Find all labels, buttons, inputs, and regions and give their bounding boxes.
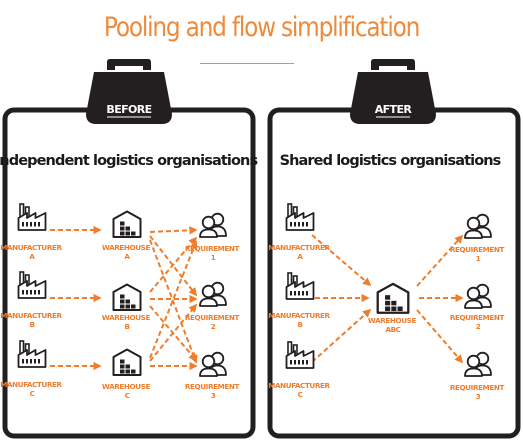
- before-manufacturer-a-label: MANUFACTURER A: [0, 243, 64, 261]
- before-flow-arrows: [50, 225, 198, 371]
- after-manufacturer-c-label: MANUFACTURER C: [268, 381, 332, 399]
- after-warehouse-label: WAREHOUSE ABC: [368, 316, 418, 334]
- before-warehouse-c-label: WAREHOUSE C: [102, 382, 152, 400]
- before-requirement-2-label: REQUIREMENT 2: [185, 313, 241, 331]
- after-panel: AFTER Shared logistics organisations MAN…: [267, 59, 521, 439]
- after-tab-label: AFTER: [375, 103, 413, 116]
- before-tab-label: BEFORE: [106, 103, 151, 116]
- after-heading: Shared logistics organisations: [280, 153, 501, 169]
- clipboard-clip: [86, 59, 172, 124]
- before-manufacturer-c-label: MANUFACTURER C: [0, 380, 64, 398]
- before-requirement-1-label: REQUIREMENT 1: [185, 244, 241, 262]
- before-requirement-3-label: REQUIREMENT 3: [185, 382, 241, 400]
- before-panel: BEFORE Independent logistics organisatio…: [0, 59, 258, 439]
- after-manufacturer-b-label: MANUFACTURER B: [268, 311, 332, 329]
- after-requirement-2-label: REQUIREMENT 2: [450, 313, 506, 331]
- page-title: Pooling and flow simplification: [103, 12, 420, 43]
- before-heading: Independent logistics organisations: [0, 153, 257, 169]
- after-requirement-3-label: REQUIREMENT 3: [450, 383, 506, 401]
- before-manufacturer-b-label: MANUFACTURER B: [0, 311, 64, 329]
- after-manufacturer-a-label: MANUFACTURER A: [268, 243, 332, 261]
- before-warehouse-a-label: WAREHOUSE A: [102, 243, 152, 261]
- after-requirement-1-label: REQUIREMENT 1: [450, 245, 506, 263]
- before-warehouse-b-label: WAREHOUSE B: [102, 313, 152, 331]
- after-flow-arrows: [311, 234, 464, 364]
- clipboard-clip: [350, 59, 436, 124]
- title-underline: [200, 63, 294, 64]
